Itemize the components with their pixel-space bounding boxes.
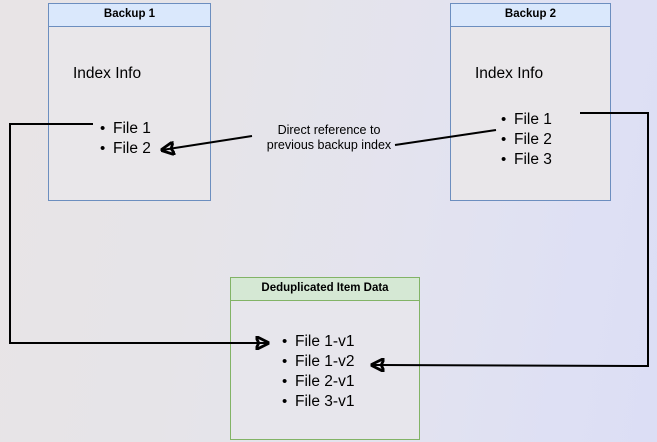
edge-label-line-1: Direct reference to (277, 123, 381, 137)
list-item: File 1 (100, 119, 151, 139)
edge-label-direct-reference: Direct reference to previous backup inde… (255, 123, 403, 153)
node-backup-2-file-list: File 1 File 2 File 3 (498, 110, 552, 170)
node-backup-1[interactable]: Backup 1 Index Info File 1 File 2 (48, 3, 211, 201)
list-item: File 1-v2 (282, 352, 355, 372)
list-item: File 3-v1 (282, 392, 355, 412)
list-item: File 2-v1 (282, 372, 355, 392)
node-backup-1-header: Backup 1 (49, 4, 210, 27)
list-item: File 3 (501, 150, 552, 170)
edge-label-line-2: previous backup index (266, 138, 392, 152)
node-deduplicated-item-data[interactable]: Deduplicated Item Data File 1-v1 File 1-… (230, 277, 420, 440)
list-item: File 1-v1 (282, 332, 355, 352)
list-item: File 2 (501, 130, 552, 150)
node-deduplicated-file-list: File 1-v1 File 1-v2 File 2-v1 File 3-v1 (279, 332, 355, 412)
node-backup-2[interactable]: Backup 2 Index Info File 1 File 2 File 3 (450, 3, 611, 201)
node-deduplicated-item-data-body: File 1-v1 File 1-v2 File 2-v1 File 3-v1 (231, 301, 419, 439)
node-backup-2-header: Backup 2 (451, 4, 610, 27)
node-backup-1-file-list: File 1 File 2 (97, 119, 151, 159)
node-backup-1-body: Index Info File 1 File 2 (49, 27, 210, 200)
list-item: File 2 (100, 139, 151, 159)
node-backup-2-index-info: Index Info (475, 65, 544, 82)
node-backup-1-index-info: Index Info (73, 65, 142, 82)
node-backup-2-body: Index Info File 1 File 2 File 3 (451, 27, 610, 200)
list-item: File 1 (501, 110, 552, 130)
node-deduplicated-item-data-header: Deduplicated Item Data (231, 278, 419, 301)
